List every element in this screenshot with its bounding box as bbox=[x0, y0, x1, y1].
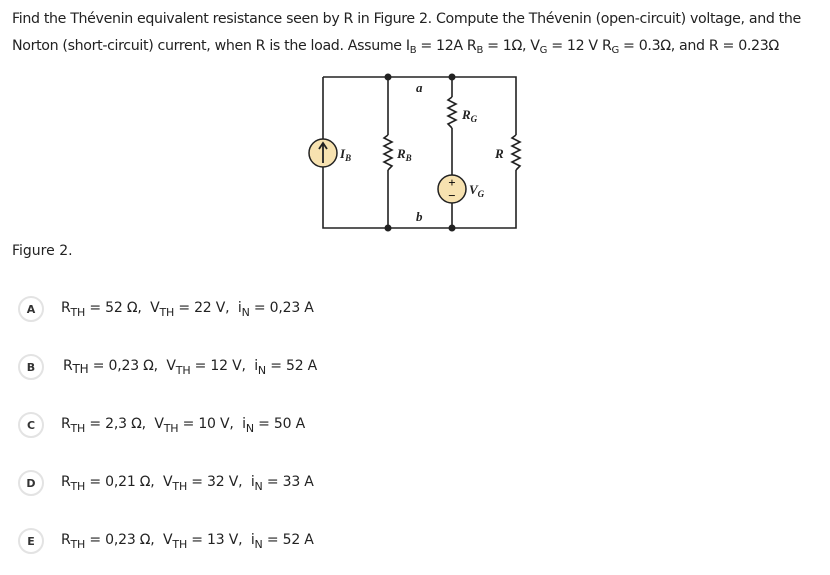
resistors bbox=[382, 96, 522, 171]
option-e[interactable]: E RTH = 0,23 Ω, VTH = 13 V, iN = 52 A bbox=[18, 527, 314, 555]
minus-sign: − bbox=[448, 188, 455, 203]
option-text: RTH = 2,3 Ω, VTH = 10 V, iN = 50 A bbox=[61, 415, 305, 435]
r-label: R bbox=[494, 146, 504, 161]
node-a-label: a bbox=[416, 80, 423, 95]
wires bbox=[322, 76, 517, 229]
figure-caption: Figure 2. bbox=[12, 243, 73, 259]
node-b-label: b bbox=[416, 209, 423, 224]
nodes bbox=[384, 73, 456, 232]
option-text: RTH = 52 Ω, VTH = 22 V, iN = 0,23 A bbox=[61, 299, 314, 319]
option-text: RTH = 0,23 Ω, VTH = 13 V, iN = 52 A bbox=[61, 531, 314, 551]
option-a[interactable]: A RTH = 52 Ω, VTH = 22 V, iN = 0,23 A bbox=[18, 295, 314, 323]
q-sub: B bbox=[409, 45, 417, 56]
resistor-rb bbox=[382, 134, 394, 171]
option-d[interactable]: D RTH = 0,21 Ω, VTH = 32 V, iN = 33 A bbox=[18, 469, 314, 497]
current-source-ib bbox=[308, 138, 338, 168]
voltage-source-vg: + − bbox=[437, 174, 467, 204]
option-letter[interactable]: B bbox=[18, 354, 44, 380]
q-seg: Norton (short-circuit) current, when R i… bbox=[12, 38, 410, 54]
option-letter[interactable]: C bbox=[18, 412, 44, 438]
resistor-rg bbox=[446, 96, 458, 129]
option-text: RTH = 0,21 Ω, VTH = 32 V, iN = 33 A bbox=[61, 473, 314, 493]
option-letter[interactable]: A bbox=[18, 296, 44, 322]
q-sub: G bbox=[539, 45, 548, 56]
q-seg: = 1Ω, V bbox=[482, 38, 540, 54]
vg-label: VG bbox=[469, 182, 485, 199]
resistor-r bbox=[510, 134, 522, 171]
option-letter[interactable]: E bbox=[18, 528, 44, 554]
option-b[interactable]: B RTH = 0,23 Ω, VTH = 12 V, iN = 52 A bbox=[18, 353, 317, 381]
question-line-2: Norton (short-circuit) current, when R i… bbox=[12, 38, 779, 56]
q-sub: G bbox=[611, 45, 619, 56]
option-letter[interactable]: D bbox=[18, 470, 44, 496]
circuit-diagram: + − a b IB RB RG VG R bbox=[308, 73, 522, 232]
q-sub: B bbox=[476, 45, 483, 56]
option-text: RTH = 0,23 Ω, VTH = 12 V, iN = 52 A bbox=[63, 357, 318, 377]
plus-sign: + bbox=[448, 175, 455, 190]
rg-label: RG bbox=[461, 107, 478, 124]
q-seg: = 12A R bbox=[416, 38, 477, 54]
option-c[interactable]: C RTH = 2,3 Ω, VTH = 10 V, iN = 50 A bbox=[18, 411, 305, 439]
ib-label: IB bbox=[339, 146, 351, 163]
question-line-1: Find the Thévenin equivalent resistance … bbox=[12, 11, 801, 27]
q-seg: = 0.3Ω, and R = 0.23Ω bbox=[618, 38, 779, 54]
rb-label: RB bbox=[396, 146, 412, 163]
q-seg: = 12 V R bbox=[547, 38, 612, 54]
